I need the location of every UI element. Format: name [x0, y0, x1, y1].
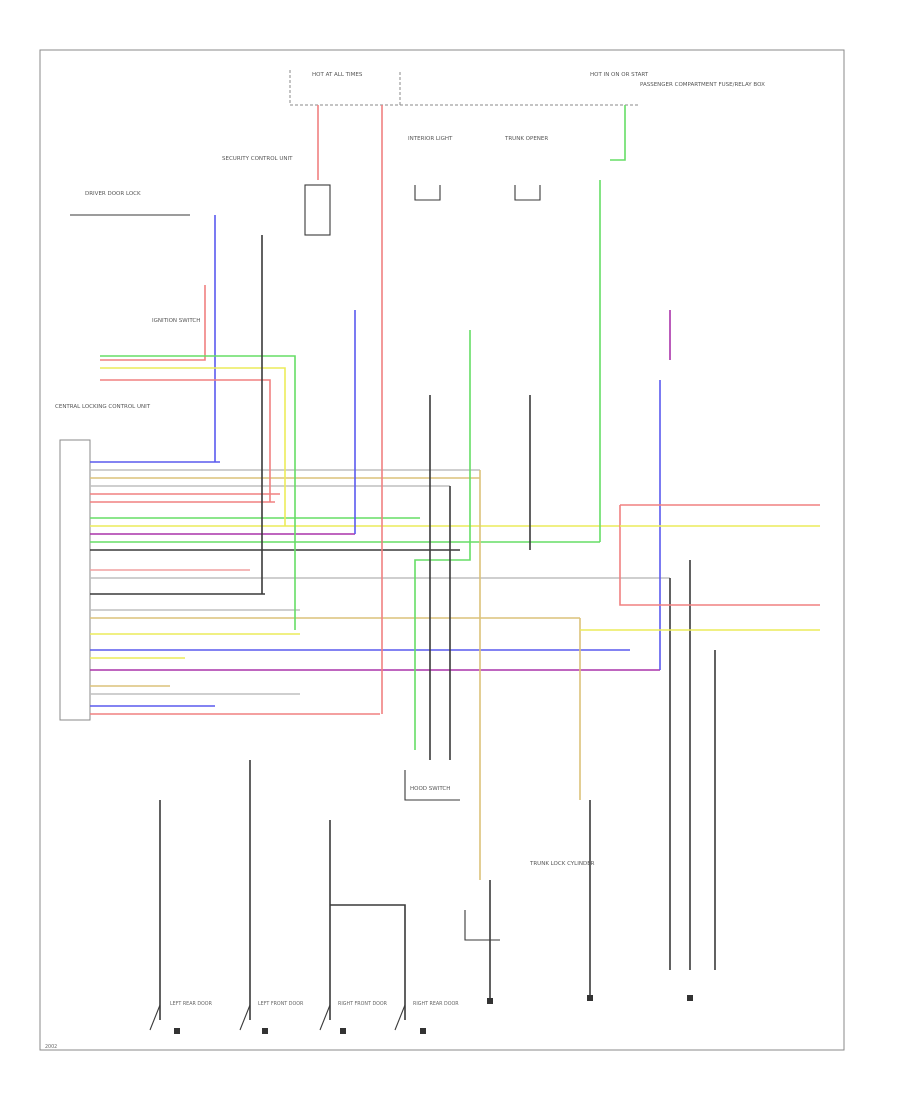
fuse-box-hot-at-all-times: HOT AT ALL TIMES — [289, 70, 401, 106]
diagram-code: 2002 — [45, 1044, 57, 1050]
door-switch-right-rear: RIGHT REAR DOOR — [394, 1001, 459, 1031]
right-rear-door-label: RIGHT REAR DOOR — [413, 1001, 459, 1007]
interior-light-label: INTERIOR LIGHT — [408, 136, 453, 142]
vertical-wires — [100, 105, 820, 1020]
driver-door-lock-label: DRIVER DOOR LOCK — [85, 191, 141, 197]
ignition-switch-label: IGNITION SWITCH — [152, 318, 200, 324]
door-switch-right-front: RIGHT FRONT DOOR — [319, 1001, 388, 1031]
ground-icon — [687, 995, 693, 1001]
ground-icon — [174, 1028, 180, 1034]
diagram-border — [39, 49, 845, 1051]
hot-at-all-times-label: HOT AT ALL TIMES — [312, 72, 363, 78]
ground-icon — [420, 1028, 426, 1034]
left-front-door-label: LEFT FRONT DOOR — [258, 1001, 304, 1007]
security-control-unit: SECURITY CONTROL UNIT — [222, 156, 331, 236]
ground-icon — [262, 1028, 268, 1034]
hood-switch-label: HOOD SWITCH — [410, 786, 450, 792]
trunk-lock-cylinder: TRUNK LOCK CYLINDER — [464, 861, 595, 941]
trunk-lock-label: TRUNK LOCK CYLINDER — [529, 861, 595, 867]
driver-door-lock: DRIVER DOOR LOCK — [70, 191, 190, 216]
hot-in-on-label: HOT IN ON OR START — [590, 72, 649, 78]
trunk-opener: TRUNK OPENER — [504, 136, 548, 201]
hood-switch: HOOD SWITCH — [404, 770, 460, 801]
trunk-opener-label: TRUNK OPENER — [504, 136, 548, 142]
left-rear-door-label: LEFT REAR DOOR — [170, 1001, 213, 1007]
ground-icon — [340, 1028, 346, 1034]
ground-icons — [174, 995, 693, 1034]
harness-wires — [90, 461, 670, 715]
fuse-box-label: PASSENGER COMPARTMENT FUSE/RELAY BOX — [640, 82, 765, 88]
ground-icon — [587, 995, 593, 1001]
central-locking-connector: CENTRAL LOCKING CONTROL UNIT — [55, 404, 151, 721]
central-locking-label: CENTRAL LOCKING CONTROL UNIT — [55, 404, 151, 410]
door-switch-left-front: LEFT FRONT DOOR — [239, 1001, 304, 1031]
ignition-switch: IGNITION SWITCH — [152, 318, 200, 324]
security-control-unit-label: SECURITY CONTROL UNIT — [222, 156, 293, 162]
fuse-box-hot-in-on: HOT IN ON OR START PASSENGER COMPARTMENT… — [400, 72, 765, 106]
interior-light: INTERIOR LIGHT — [408, 136, 453, 201]
ground-icon — [487, 998, 493, 1004]
door-switch-left-rear: LEFT REAR DOOR — [149, 1001, 213, 1031]
right-front-door-label: RIGHT FRONT DOOR — [338, 1001, 388, 1007]
